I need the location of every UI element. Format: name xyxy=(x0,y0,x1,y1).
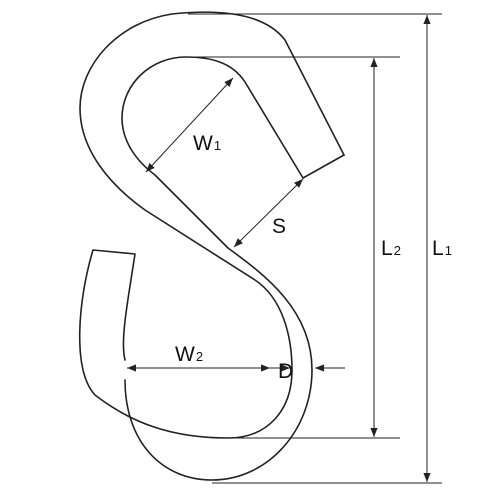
label-d: D xyxy=(278,360,293,383)
dimension-s xyxy=(233,178,304,248)
label-w2: W2 xyxy=(175,343,203,366)
dimension-w1 xyxy=(145,77,234,173)
label-w1: W1 xyxy=(193,132,221,155)
upper-tip-end xyxy=(302,154,345,179)
label-l1: L1 xyxy=(432,237,452,260)
label-s: S xyxy=(272,215,286,238)
hook-inner-outline xyxy=(121,56,313,481)
hook-outer-outline xyxy=(78,11,345,439)
label-l2: L2 xyxy=(381,237,401,260)
